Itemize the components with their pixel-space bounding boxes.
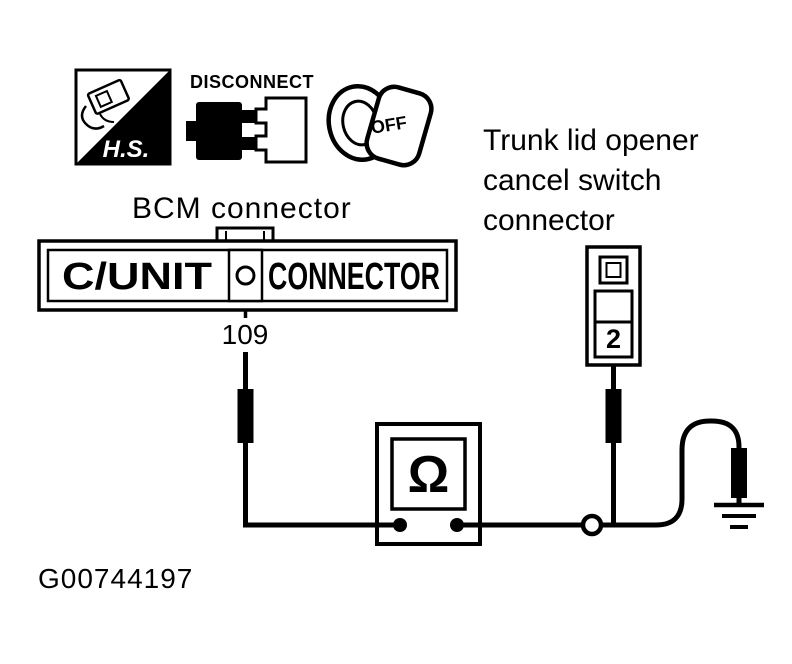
trunk-switch-connector-drawing: 2	[585, 245, 642, 367]
trunk-connector-body	[593, 289, 634, 359]
wiring	[237, 352, 764, 537]
male-plug-prong-bottom	[242, 137, 257, 150]
hand-finger-line-2	[99, 113, 115, 123]
disconnect-label: DISCONNECT	[190, 72, 314, 92]
key-head-outline	[364, 84, 434, 168]
disconnect-icon: DISCONNECT	[186, 72, 314, 164]
key-head-graphic	[364, 84, 434, 168]
male-plug-body	[196, 102, 242, 160]
wire-meter-to-ground-loop	[457, 418, 742, 528]
bcm-face-left-text: C/UNIT	[62, 256, 212, 298]
disconnect-plug-male-icon	[186, 102, 257, 160]
trunk-connector-label: Trunk lid opener cancel switch connector	[483, 124, 699, 237]
bcm-connector-label: BCM connector	[132, 192, 352, 225]
figure-id-label: G00744197	[38, 563, 193, 594]
trunk-connector-latch-inner	[605, 262, 622, 278]
bcm-terminal-number: 109	[222, 319, 269, 350]
wire-marker-bcm	[237, 389, 254, 443]
inline-connector-ring	[580, 513, 604, 537]
trunk-connector-latch	[598, 255, 629, 285]
trunk-connector-label-line1: Trunk lid opener	[483, 124, 699, 157]
trunk-connector-label-line2: cancel switch	[483, 164, 661, 197]
disconnect-plug-female-icon	[254, 96, 308, 164]
trunk-terminal-number: 2	[606, 324, 621, 354]
hs-icon-label: H.S.	[103, 136, 150, 163]
ohm-symbol: Ω	[408, 446, 450, 504]
bcm-connector-drawing: C/UNIT CONNECTOR	[37, 226, 458, 312]
meter-probe-right-terminal	[450, 518, 464, 532]
meter-probe-left-terminal	[393, 518, 407, 532]
bcm-face-right-text: CONNECTOR	[268, 256, 440, 298]
hand-finger-line-1	[80, 105, 105, 130]
ohmmeter-display	[390, 437, 467, 511]
bcm-terminal-cavity	[235, 265, 256, 286]
ignition-off-icon: OFF	[326, 83, 434, 168]
trunk-connector-label-line3: connector	[483, 204, 615, 237]
wire-marker-trunk	[605, 389, 622, 443]
wire-marker-ground-leg	[731, 448, 747, 498]
hs-triangle	[76, 70, 170, 164]
hand-tool-detail	[94, 89, 114, 109]
hand-symbol-graphic	[80, 78, 130, 130]
male-plug-prong-top	[242, 110, 257, 123]
male-plug-stub	[186, 121, 196, 141]
ground-symbol	[714, 502, 764, 529]
hs-icon: H.S.	[74, 68, 172, 166]
